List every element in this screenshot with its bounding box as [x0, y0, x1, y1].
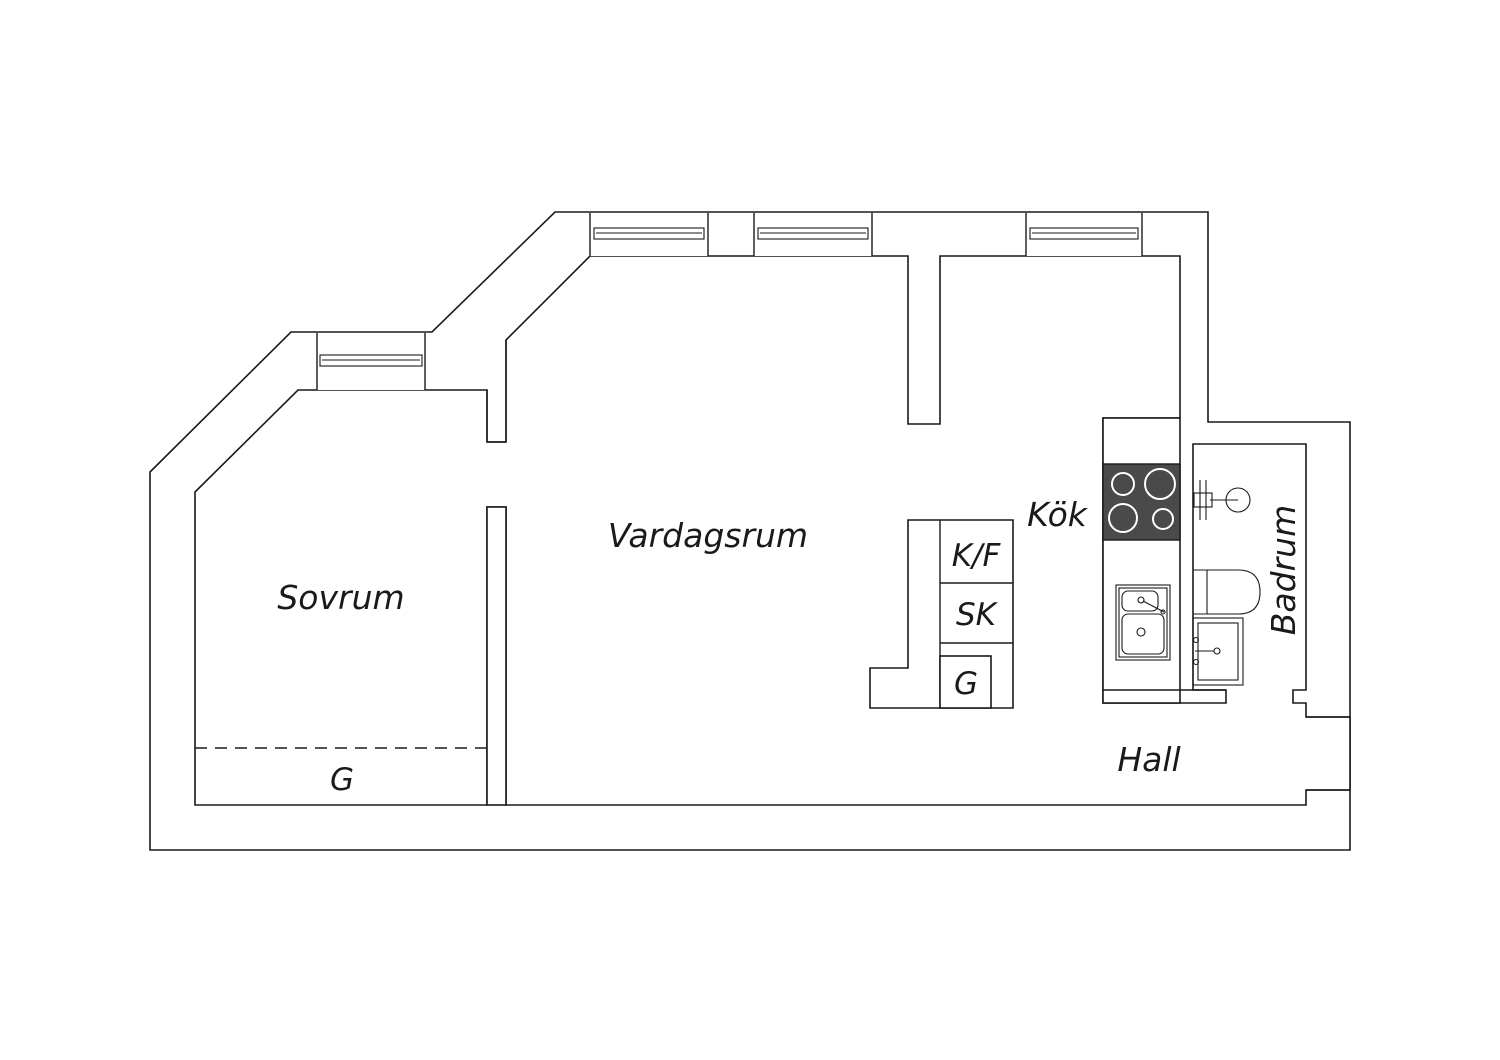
storage-block [869, 519, 1014, 709]
bathroom-fixtures [1192, 480, 1261, 686]
window-living-1 [589, 213, 709, 256]
kitchen-counter [1102, 417, 1226, 704]
room-label-hall: Hall [1117, 740, 1180, 779]
washbasin [1192, 617, 1244, 686]
label-kf: K/F [952, 538, 1002, 574]
kitchen-sink [1115, 584, 1171, 661]
shower [1193, 480, 1251, 520]
label-wardrobe-g: G [330, 762, 354, 798]
room-label-vardagsrum: Vardagsrum [608, 516, 808, 555]
label-sk: SK [956, 597, 999, 633]
window-living-2 [753, 213, 873, 256]
label-g: G [954, 666, 978, 702]
window-kitchen [1025, 213, 1143, 256]
room-label-kok: Kök [1027, 495, 1089, 534]
room-label-sovrum: Sovrum [277, 578, 404, 617]
hall-right-wall [1306, 716, 1350, 791]
toilet [1193, 569, 1261, 615]
window-bedroom [316, 333, 426, 390]
partition-wall-lower [486, 506, 507, 806]
room-label-badrum: Badrum [1264, 505, 1303, 635]
